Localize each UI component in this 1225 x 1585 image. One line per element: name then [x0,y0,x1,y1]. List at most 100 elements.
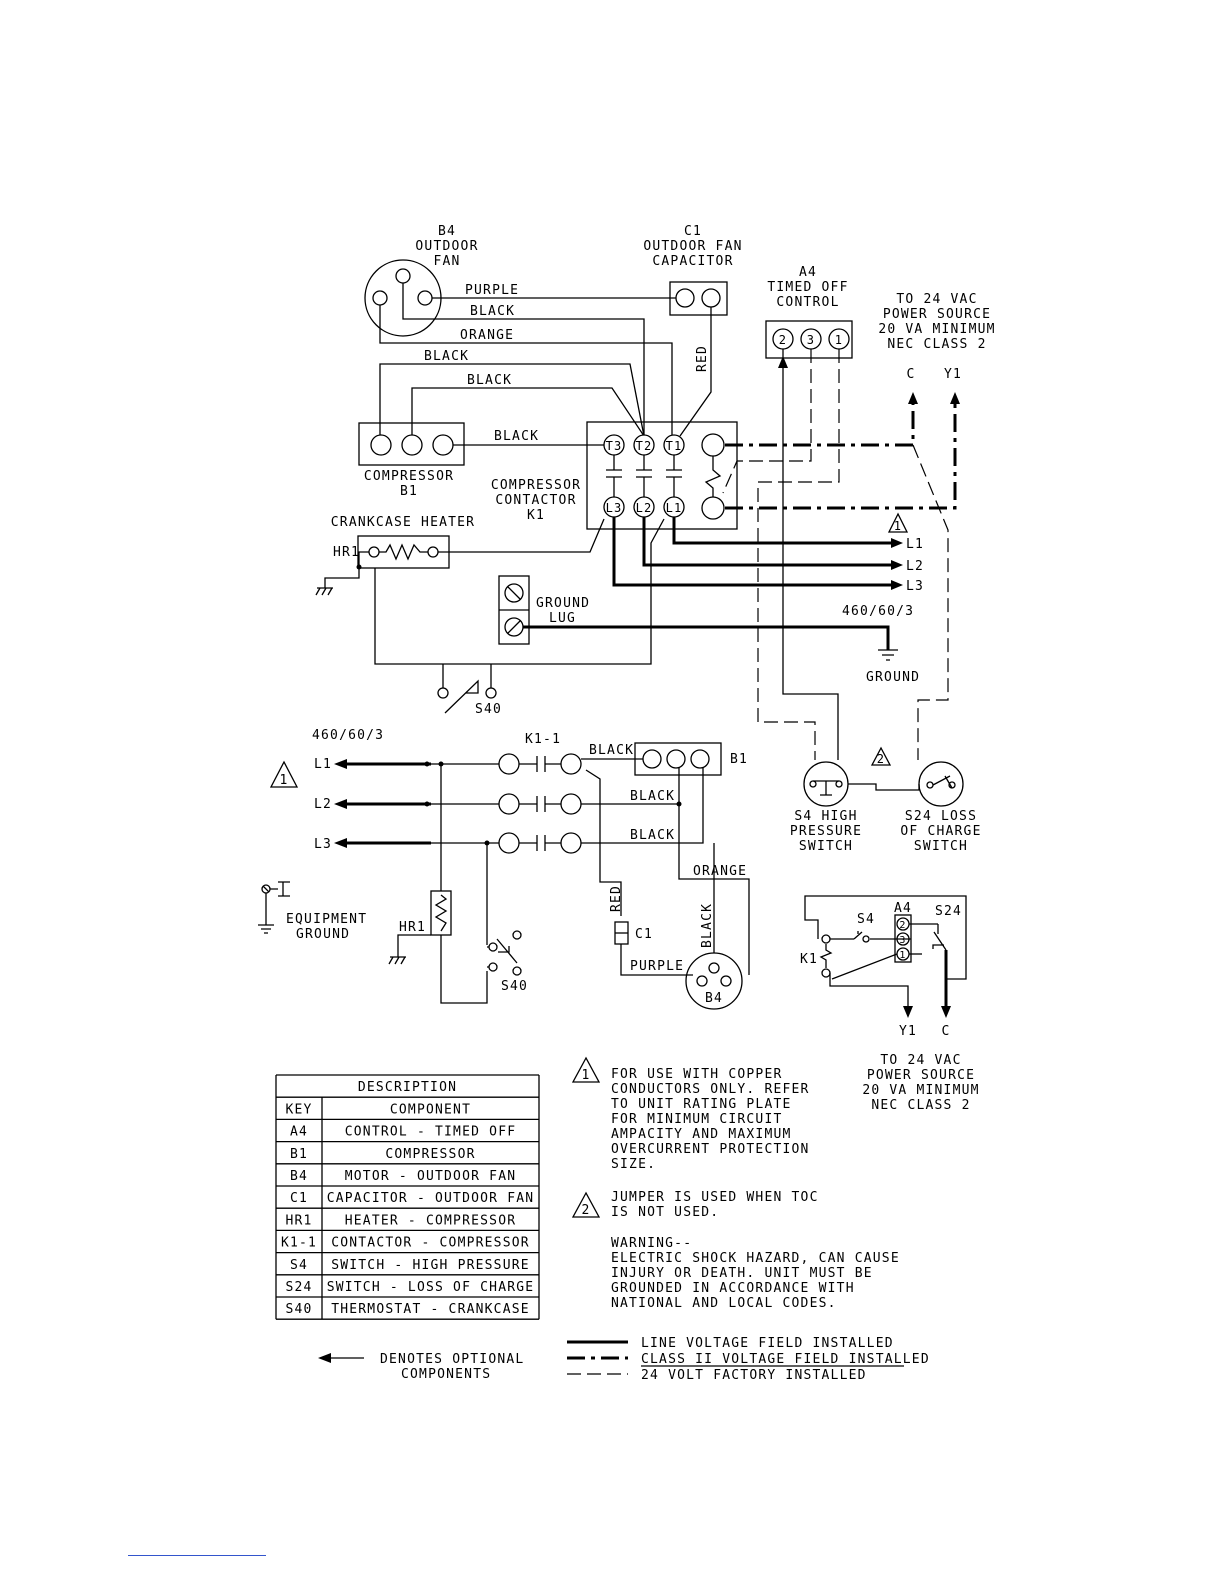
svg-text:SIZE.: SIZE. [611,1157,656,1172]
svg-text:BLACK: BLACK [630,828,675,843]
svg-text:BLACK: BLACK [467,373,512,388]
outdoor-fan-b4-ladder: B4 [685,952,743,1010]
legend-key-cell: B1 [290,1147,308,1162]
svg-text:BLACK: BLACK [470,304,515,319]
svg-text:OUTDOOR: OUTDOOR [415,239,478,254]
svg-text:NEC CLASS 2: NEC CLASS 2 [871,1098,970,1113]
svg-text:NEC CLASS 2: NEC CLASS 2 [887,337,986,352]
svg-text:RED: RED [609,885,624,912]
svg-text:CAPACITOR: CAPACITOR [652,254,733,269]
svg-text:L1: L1 [314,757,332,772]
svg-text:A4: A4 [799,265,817,280]
svg-text:1: 1 [899,950,906,961]
svg-text:CONTROL: CONTROL [776,295,839,310]
legend-key-cell: A4 [290,1125,308,1140]
note-2: 2 JUMPER IS USED WHEN TOC IS NOT USED. [571,1190,817,1220]
svg-text:SWITCH: SWITCH [799,839,853,854]
svg-text:3: 3 [899,935,906,946]
svg-text:OVERCURRENT PROTECTION: OVERCURRENT PROTECTION [611,1142,810,1157]
svg-text:FOR USE WITH COPPER: FOR USE WITH COPPER [611,1067,783,1082]
svg-text:FOR MINIMUM CIRCUIT: FOR MINIMUM CIRCUIT [611,1112,783,1127]
svg-text:RED: RED [695,345,710,372]
svg-text:Y1: Y1 [899,1024,917,1039]
outdoor-fan-capacitor [669,281,728,316]
legend-key-cell: S24 [285,1280,312,1295]
svg-text:OUTDOOR FAN: OUTDOOR FAN [643,239,742,254]
legend-key-cell: S4 [290,1258,308,1273]
svg-text:T2: T2 [636,439,653,453]
legend-component-cell: CONTACTOR - COMPRESSOR [331,1236,530,1251]
ladder-diagram: 460/60/3 1 L1 L2 L3 K1-1 [258,728,750,1010]
svg-text:OF CHARGE: OF CHARGE [900,824,981,839]
svg-text:2: 2 [877,752,885,766]
svg-text:POWER SOURCE: POWER SOURCE [883,307,991,322]
equipment-ground: EQUIPMENT GROUND [258,881,366,942]
svg-text:K1: K1 [800,952,818,967]
svg-text:HR1: HR1 [399,920,426,935]
control-circuit-wires [722,349,960,760]
black-wire-t3-label: BLACK [494,429,539,444]
svg-text:CONDUCTORS ONLY. REFER: CONDUCTORS ONLY. REFER [611,1082,810,1097]
legend-key-cell: HR1 [285,1213,312,1228]
svg-text:GROUND: GROUND [296,927,350,942]
svg-text:FAN: FAN [433,254,460,269]
legend-component-cell: MOTOR - OUTDOOR FAN [345,1169,517,1184]
svg-text:L2: L2 [906,559,924,574]
svg-text:2: 2 [899,920,906,931]
svg-text:IS NOT USED.: IS NOT USED. [611,1205,719,1220]
svg-text:L1: L1 [666,501,683,515]
compressor-b1-ladder: B1 [634,742,747,776]
svg-text:TO 24 VAC: TO 24 VAC [896,292,977,307]
note-1-marker: 1 [887,512,909,533]
legend-component-cell: CONTROL - TIMED OFF [345,1125,517,1140]
svg-text:K1-1: K1-1 [525,732,561,747]
s4-high-pressure-switch: S4 HIGH PRESSURE SWITCH [790,761,861,854]
legend-component-cell: COMPRESSOR [385,1147,475,1162]
legend-header-component: COMPONENT [390,1102,471,1117]
legend-component-cell: CAPACITOR - OUTDOOR FAN [327,1191,535,1206]
svg-text:T1: T1 [666,439,683,453]
svg-text:460/60/3: 460/60/3 [312,728,384,743]
svg-text:1: 1 [835,333,843,347]
svg-text:T3: T3 [606,439,623,453]
legend-component-cell: SWITCH - HIGH PRESSURE [331,1258,530,1273]
power-source-label-top: TO 24 VAC POWER SOURCE 20 VA MINIMUM NEC… [878,292,994,382]
svg-text:1: 1 [279,773,288,788]
legend-key-cell: B4 [290,1169,308,1184]
b4-outdoor-fan-label: B4 OUTDOOR FAN [415,224,478,269]
svg-text:Y1: Y1 [944,367,962,382]
svg-text:GROUND: GROUND [866,670,920,685]
s40-thermostat-ladder: S40 [487,930,527,994]
svg-text:TO UNIT RATING PLATE: TO UNIT RATING PLATE [611,1097,792,1112]
crankcase-heater: CRANKCASE HEATER HR1 [315,515,605,596]
legend-component-cell: HEATER - COMPRESSOR [345,1213,517,1228]
timed-off-control: 2 3 1 [765,320,853,359]
connection-diagram: B4 OUTDOOR FAN C1 OUTDOOR FAN CAPACITOR … [315,224,994,854]
svg-text:2: 2 [779,333,787,347]
svg-text:L3: L3 [606,501,623,515]
svg-text:BLACK: BLACK [630,789,675,804]
legend-component-cell: THERMOSTAT - CRANKCASE [331,1302,530,1317]
svg-text:POWER SOURCE: POWER SOURCE [867,1068,975,1083]
fan-wires: PURPLE BLACK ORANGE RED BLACK BLACK [379,283,712,437]
compressor-b1: COMPRESSOR B1 [358,422,465,499]
control-schematic: A4 S24 S4 2 3 1 K1 Y1 C TO 24 VAC POWER … [800,895,979,1113]
svg-text:S4: S4 [857,912,875,927]
svg-text:L2: L2 [636,501,653,515]
svg-text:L1: L1 [906,537,924,552]
svg-text:WARNING--: WARNING-- [611,1236,692,1251]
svg-text:COMPRESSOR: COMPRESSOR [364,469,454,484]
capacitor-c1-ladder: C1 [614,921,652,945]
legend-title: DESCRIPTION [358,1080,457,1095]
svg-text:L2: L2 [314,797,332,812]
svg-text:ELECTRIC SHOCK HAZARD, CAN CAU: ELECTRIC SHOCK HAZARD, CAN CAUSE [611,1251,900,1266]
svg-text:GROUND: GROUND [536,596,590,611]
line-type-key: DENOTES OPTIONAL COMPONENTS LINE VOLTAGE… [318,1336,929,1383]
svg-text:HR1: HR1 [333,545,360,560]
svg-text:C1: C1 [684,224,702,239]
svg-text:1: 1 [581,1068,590,1083]
svg-text:NATIONAL AND LOCAL CODES.: NATIONAL AND LOCAL CODES. [611,1296,837,1311]
legend-key-cell: C1 [290,1191,308,1206]
svg-text:20 VA MINIMUM: 20 VA MINIMUM [862,1083,979,1098]
